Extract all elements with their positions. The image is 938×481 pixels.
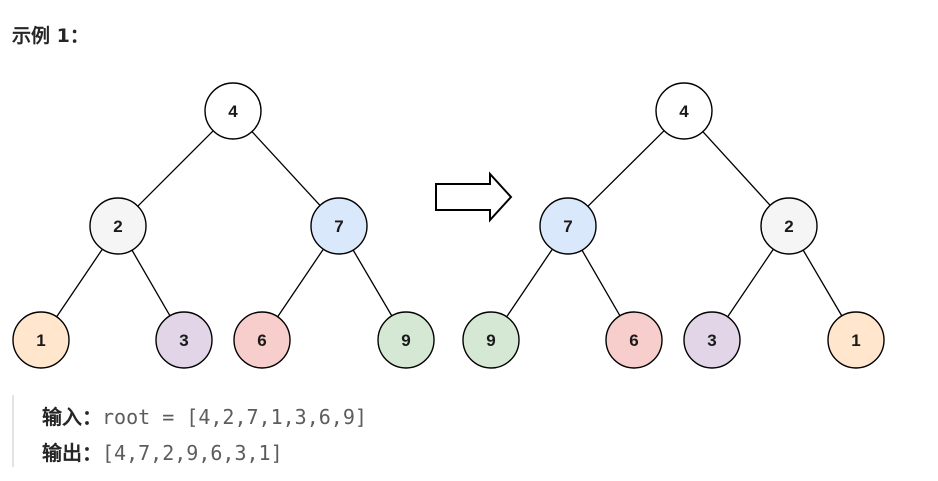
tree-node-circle xyxy=(89,197,147,255)
tree-node-7: 7 xyxy=(310,197,368,255)
input-tree: 4 2 7 1 3 6 9 xyxy=(12,82,435,369)
tree-edge xyxy=(802,249,843,317)
example-heading: 示例 1： xyxy=(12,25,89,47)
tree-node-1: 1 xyxy=(12,311,70,369)
tree-edge xyxy=(56,248,103,318)
tree-edge xyxy=(506,248,553,318)
tree-node-label: 9 xyxy=(401,331,410,350)
tree-edge xyxy=(137,130,214,207)
tree-node-circle xyxy=(233,311,291,369)
tree-edge xyxy=(581,249,621,317)
tree-edge xyxy=(251,131,321,206)
tree-node-circle xyxy=(12,311,70,369)
input-label: 输入： xyxy=(42,405,102,429)
tree-node-circle xyxy=(683,311,741,369)
tree-node-circle xyxy=(310,197,368,255)
tree-node-3: 3 xyxy=(155,311,213,369)
input-line: 输入：root = [4,2,7,1,3,6,9] xyxy=(42,401,367,430)
tree-node-label: 7 xyxy=(334,217,343,236)
tree-node-circle xyxy=(155,311,213,369)
tree-edge xyxy=(702,131,771,206)
tree-node-label: 4 xyxy=(679,102,689,121)
tree-node-7: 7 xyxy=(539,197,597,255)
tree-node-label: 4 xyxy=(228,102,238,121)
tree-node-circle xyxy=(539,197,597,255)
transform-arrow-icon xyxy=(435,171,513,223)
tree-node-label: 6 xyxy=(257,331,266,350)
tree-node-circle xyxy=(827,311,885,369)
output-tree: 4 7 2 9 6 3 1 xyxy=(462,82,885,369)
tree-node-circle xyxy=(204,82,262,140)
tree-node-label: 2 xyxy=(113,217,122,236)
tree-node-label: 3 xyxy=(179,331,188,350)
tree-node-label: 6 xyxy=(629,331,638,350)
tree-edge xyxy=(727,248,774,318)
tree-node-6: 6 xyxy=(605,311,663,369)
tree-node-circle xyxy=(605,311,663,369)
tree-node-2: 2 xyxy=(89,197,147,255)
tree-node-label: 1 xyxy=(851,331,860,350)
tree-node-1: 1 xyxy=(827,311,885,369)
tree-node-circle xyxy=(377,311,435,369)
tree-node-label: 1 xyxy=(36,331,45,350)
example-code-block: 输入：root = [4,2,7,1,3,6,9] 输出：[4,7,2,9,6,… xyxy=(12,395,534,467)
tree-node-9: 9 xyxy=(377,311,435,369)
tree-node-4: 4 xyxy=(655,82,713,140)
tree-node-6: 6 xyxy=(233,311,291,369)
tree-node-label: 7 xyxy=(563,217,572,236)
input-value: root = [4,2,7,1,3,6,9] xyxy=(102,405,367,429)
tree-node-circle xyxy=(462,311,520,369)
tree-edge xyxy=(131,249,171,317)
tree-edge xyxy=(587,130,665,207)
tree-node-circle xyxy=(760,197,818,255)
tree-node-circle xyxy=(655,82,713,140)
tree-node-9: 9 xyxy=(462,311,520,369)
tree-node-label: 3 xyxy=(707,331,716,350)
tree-edge xyxy=(277,248,324,318)
tree-node-label: 2 xyxy=(784,217,793,236)
output-label: 输出： xyxy=(42,441,102,465)
output-line: 输出：[4,7,2,9,6,3,1] xyxy=(42,437,283,466)
tree-node-3: 3 xyxy=(683,311,741,369)
tree-edge xyxy=(352,249,393,317)
tree-node-4: 4 xyxy=(204,82,262,140)
tree-node-2: 2 xyxy=(760,197,818,255)
output-value: [4,7,2,9,6,3,1] xyxy=(102,441,283,465)
tree-inversion-diagram: 4 2 7 1 3 6 9 4 7 2 9 6 3 1 xyxy=(12,82,885,369)
tree-node-label: 9 xyxy=(486,331,495,350)
